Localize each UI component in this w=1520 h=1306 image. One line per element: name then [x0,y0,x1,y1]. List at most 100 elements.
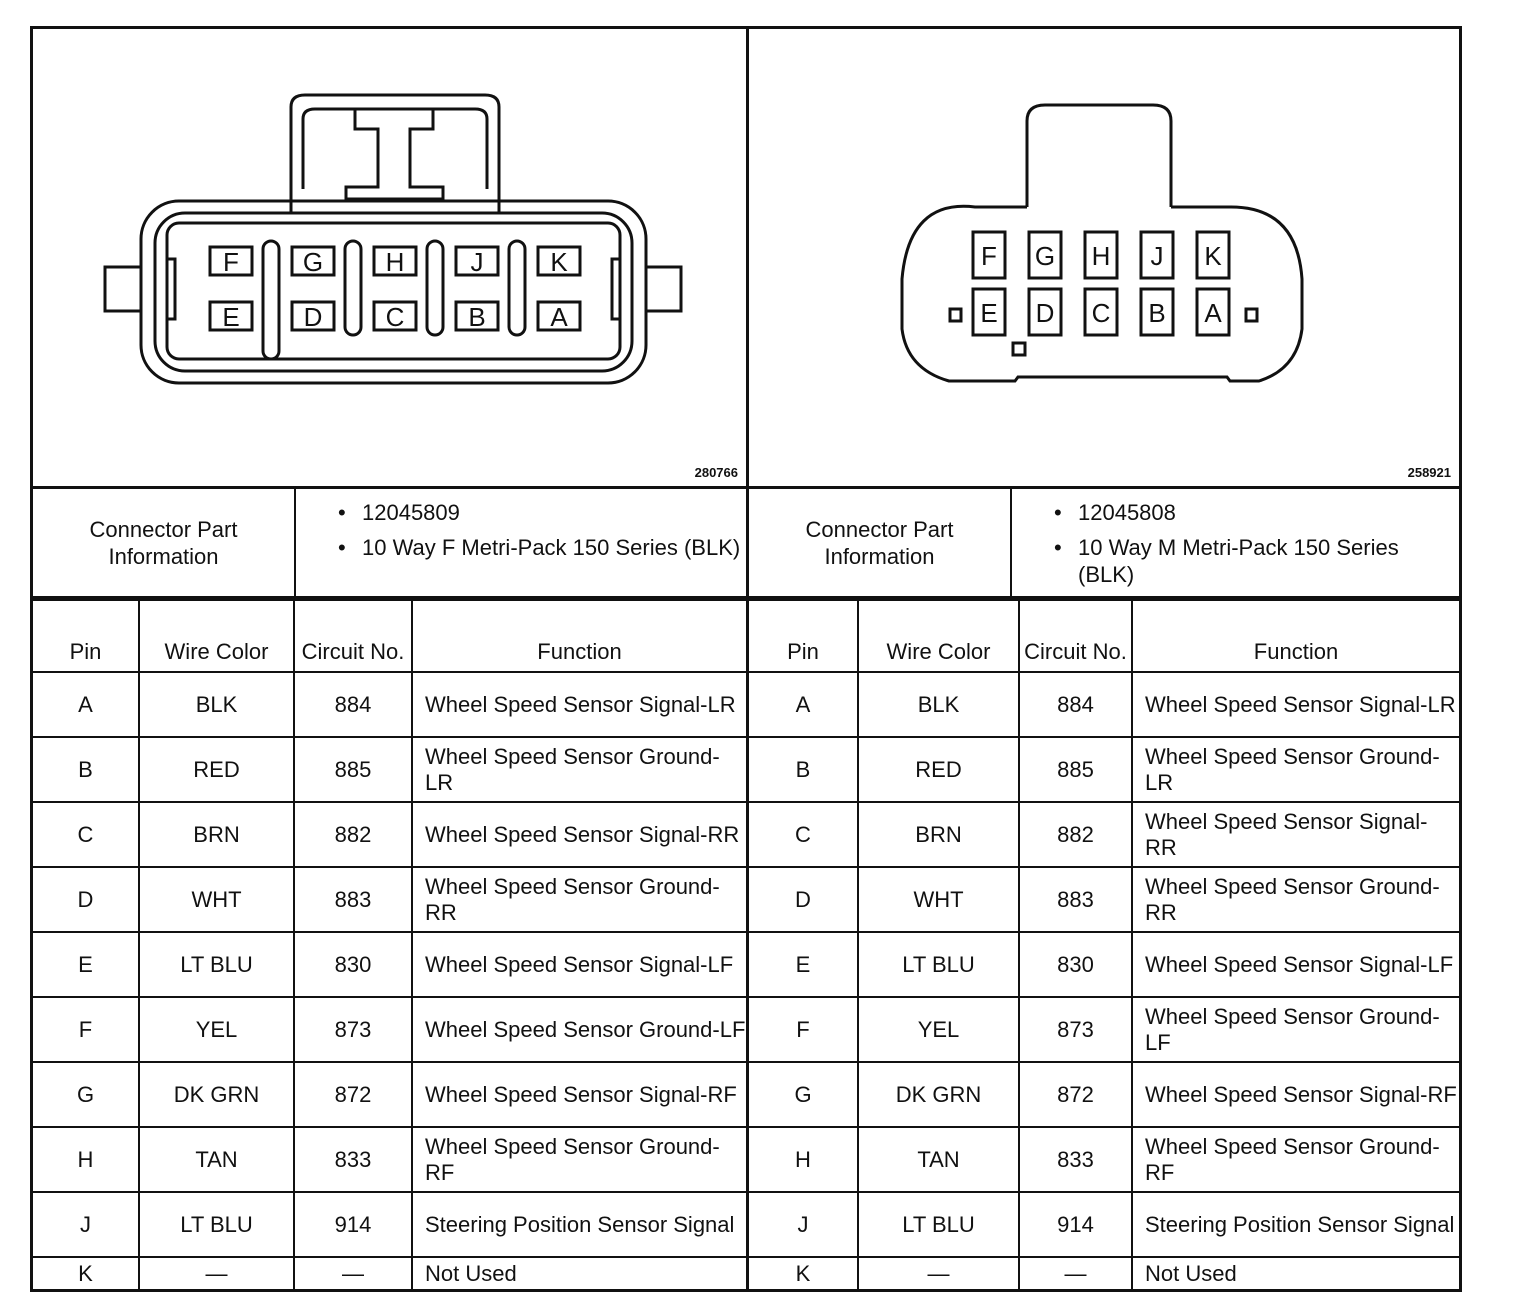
cell-circuit-no: 882 [1018,801,1133,868]
pin-label: A [550,302,568,332]
pin-cavity [372,245,418,277]
cell-pin: D [749,866,859,933]
cell-circuit-no: 873 [1018,996,1133,1063]
pin-cavity [372,300,418,332]
cell-circuit-no: 885 [293,736,413,803]
pin-cavity [454,300,500,332]
cell-function: Not Used [411,1256,746,1290]
cell-pin: C [749,801,859,868]
pin-label: D [304,302,323,332]
pin-label: D [1036,298,1055,328]
cell-wire-color: RED [138,736,295,803]
cell-function: Wheel Speed Sensor Signal-RR [1131,801,1459,868]
cell-wire-color: TAN [857,1126,1020,1193]
cell-circuit-no: — [293,1256,413,1290]
cell-pin: K [33,1256,140,1290]
cell-pin: J [33,1191,140,1258]
pin-label: H [1092,241,1111,271]
pin-label: G [1035,241,1055,271]
header-pin: Pin [33,599,140,673]
cell-function: Wheel Speed Sensor Signal-LR [411,671,746,738]
cell-wire-color: BRN [857,801,1020,868]
cell-circuit-no: 833 [293,1126,413,1193]
cell-circuit-no: 885 [1018,736,1133,803]
cell-wire-color: LT BLU [138,1191,295,1258]
pin-cavity [1027,230,1063,280]
pin-label: K [1204,241,1222,271]
part-info-list: 12045809 10 Way F Metri-Pack 150 Series … [294,489,746,596]
header-circuit-no: Circuit No. [293,599,413,673]
cell-function: Wheel Speed Sensor Signal-RF [411,1061,746,1128]
pin-cavity [1195,230,1231,280]
pin-label: C [1092,298,1111,328]
cell-wire-color: DK GRN [138,1061,295,1128]
pin-cavity [290,300,336,332]
cell-function: Wheel Speed Sensor Signal-RF [1131,1061,1459,1128]
cell-function: Wheel Speed Sensor Ground-RR [411,866,746,933]
cell-circuit-no: 882 [293,801,413,868]
cell-pin: F [749,996,859,1063]
cell-pin: C [33,801,140,868]
cell-circuit-no: 914 [1018,1191,1133,1258]
cell-circuit-no: — [1018,1256,1133,1290]
pin-label: F [223,247,239,277]
cell-wire-color: TAN [138,1126,295,1193]
cell-pin: B [749,736,859,803]
header-wire-color: Wire Color [138,599,295,673]
part-description: 10 Way F Metri-Pack 150 Series (BLK) [294,534,746,561]
cell-function: Wheel Speed Sensor Ground-RR [1131,866,1459,933]
cell-pin: E [749,931,859,998]
cell-wire-color: WHT [138,866,295,933]
cell-wire-color: BLK [857,671,1020,738]
pin-label: G [303,247,323,277]
cell-circuit-no: 830 [1018,931,1133,998]
pin-cavity [1139,287,1175,337]
pin-label: C [386,302,405,332]
table-header-row: Pin Wire Color Circuit No. Function [33,599,746,673]
cell-pin: J [749,1191,859,1258]
cell-function: Steering Position Sensor Signal [1131,1191,1459,1258]
cell-function: Wheel Speed Sensor Ground-LF [1131,996,1459,1063]
cell-circuit-no: 884 [1018,671,1133,738]
pin-cavity [290,245,336,277]
cell-function: Wheel Speed Sensor Signal-LF [411,931,746,998]
pin-label: J [471,247,484,277]
cell-function: Wheel Speed Sensor Ground-RF [1131,1126,1459,1193]
header-function: Function [411,599,746,673]
cell-function: Wheel Speed Sensor Signal-LF [1131,931,1459,998]
part-number: 12045808 [1010,499,1459,526]
table-row: K——Not Used [33,1256,746,1290]
header-circuit-no: Circuit No. [1018,599,1133,673]
pin-label: K [550,247,568,277]
pin-label: B [1148,298,1165,328]
cell-pin: K [749,1256,859,1290]
pin-cavity [1083,230,1119,280]
cell-function: Wheel Speed Sensor Ground-LF [411,996,746,1063]
pin-label: J [1151,241,1164,271]
cell-pin: G [33,1061,140,1128]
cell-circuit-no: 883 [293,866,413,933]
table-row: K——Not Used [749,1256,1459,1290]
cell-wire-color: YEL [857,996,1020,1063]
cell-pin: H [33,1126,140,1193]
cell-function: Steering Position Sensor Signal [411,1191,746,1258]
cell-wire-color: — [857,1256,1020,1290]
cell-circuit-no: 883 [1018,866,1133,933]
cell-circuit-no: 833 [1018,1126,1133,1193]
cell-wire-color: DK GRN [857,1061,1020,1128]
cell-function: Wheel Speed Sensor Signal-LR [1131,671,1459,738]
